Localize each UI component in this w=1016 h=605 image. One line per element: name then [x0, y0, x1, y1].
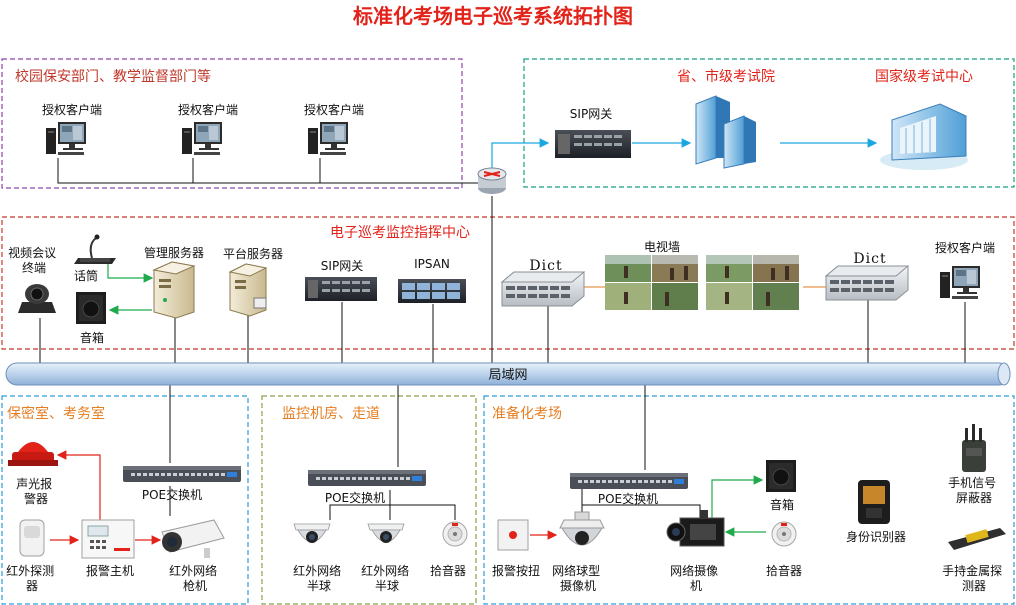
svg-text:授权客户端: 授权客户端: [935, 240, 995, 255]
svg-text:POE交换机: POE交换机: [142, 487, 202, 502]
provincial-building-icon: [695, 95, 756, 169]
svg-text:平台服务器: 平台服务器: [223, 246, 283, 261]
infrared-bullet-camera: 红外网络 枪机: [161, 519, 225, 593]
svg-text:SIP网关: SIP网关: [570, 107, 612, 121]
zone-exam-room: [483, 395, 1015, 605]
router-icon: [477, 167, 507, 194]
zone-command-center: [1, 216, 1015, 350]
infrared-detector: 红外探测 器: [6, 519, 58, 593]
sip-gateway-command: SIP网关: [305, 259, 377, 301]
network-camera: 网络摄像 机: [666, 510, 725, 593]
zone-campus: [1, 58, 463, 189]
campus-client-3: 授权客户端: [304, 102, 364, 155]
zone-monitor-room: [261, 395, 477, 605]
infrared-dome-2: 红外网络 半球: [361, 523, 413, 593]
svg-text:身份识别器: 身份识别器: [846, 529, 906, 544]
svg-text:网络球型 摄像机: 网络球型 摄像机: [552, 563, 604, 593]
signal-jammer: 手机信号 屏蔽器: [948, 424, 1000, 505]
svg-text:授权客户端: 授权客户端: [42, 102, 102, 117]
campus-client-2: 授权客户端: [178, 102, 238, 155]
platform-server: 平台服务器: [223, 246, 283, 317]
svg-text:红外网络 半球: 红外网络 半球: [361, 563, 413, 593]
dict-storage-left: Dict: [501, 258, 585, 307]
svg-text:报警按扭: 报警按扭: [492, 563, 540, 578]
video-conference-terminal: 视频会议 终端: [8, 245, 60, 313]
svg-text:网络摄像 机: 网络摄像 机: [670, 563, 722, 593]
microphone: 话筒: [74, 234, 116, 283]
metal-detector: 手持金属探 测器: [942, 528, 1006, 593]
ipsan-storage: IPSAN: [398, 257, 466, 303]
infrared-dome-1: 红外网络 半球: [293, 523, 345, 593]
zone-exam-title: 准备化考场: [492, 405, 562, 422]
svg-text:视频会议 终端: 视频会议 终端: [8, 245, 60, 275]
zone-provincial-title: 省、市级考试院: [677, 68, 775, 85]
svg-text:红外网络 枪机: 红外网络 枪机: [169, 563, 221, 593]
tv-wall-screens: [605, 255, 799, 310]
alarm-button: 报警按扭: [492, 519, 540, 578]
svg-text:音箱: 音箱: [770, 497, 794, 512]
speaker-exam: 音箱: [765, 459, 797, 512]
svg-text:手持金属探 测器: 手持金属探 测器: [942, 563, 1006, 593]
lan-bus: 局域网: [5, 362, 1011, 386]
svg-text:红外网络 半球: 红外网络 半球: [293, 563, 345, 593]
audio-pickup-exam: 拾音器: [766, 521, 802, 578]
svg-text:Dict: Dict: [853, 251, 886, 267]
svg-text:IPSAN: IPSAN: [414, 257, 450, 271]
svg-text:SIP网关: SIP网关: [321, 259, 363, 273]
svg-text:授权客户端: 授权客户端: [178, 102, 238, 117]
poe-switch-secret: POE交换机: [123, 466, 241, 502]
sip-gateway-top: SIP网关: [555, 107, 631, 158]
svg-text:POE交换机: POE交换机: [325, 490, 385, 505]
lan-label: 局域网: [488, 368, 527, 383]
ptz-dome-camera: 网络球型 摄像机: [552, 511, 605, 593]
svg-text:音箱: 音箱: [80, 330, 104, 345]
zone-monitor-title: 监控机房、走道: [282, 406, 380, 422]
svg-text:授权客户端: 授权客户端: [304, 102, 364, 117]
zone-national-title: 国家级考试中心: [875, 68, 973, 85]
audio-pickup-monitor: 拾音器: [430, 521, 468, 578]
poe-switch-exam: POE交换机: [570, 473, 688, 506]
svg-text:Dict: Dict: [529, 258, 562, 274]
alarm-host: 报警主机: [81, 519, 135, 578]
diagram-title: 标准化考场电子巡考系统拓扑图: [353, 4, 633, 28]
svg-text:手机信号 屏蔽器: 手机信号 屏蔽器: [948, 476, 1000, 505]
svg-text:红外探测 器: 红外探测 器: [6, 563, 58, 593]
dict-storage-right: Dict: [825, 251, 909, 301]
svg-text:管理服务器: 管理服务器: [144, 245, 204, 260]
svg-text:报警主机: 报警主机: [86, 563, 134, 578]
tv-wall: 电视墙: [605, 239, 799, 310]
zone-secret-title: 保密室、考务室: [7, 405, 105, 422]
svg-text:话筒: 话筒: [74, 268, 98, 283]
svg-text:拾音器: 拾音器: [430, 563, 466, 578]
svg-text:声光报 警器: 声光报 警器: [16, 476, 56, 506]
speaker-command: 音箱: [75, 291, 107, 345]
audible-visual-alarm: 声光报 警器: [8, 442, 58, 506]
zone-secret-room: [1, 395, 249, 605]
management-server: 管理服务器: [144, 245, 204, 319]
poe-switch-monitor: POE交换机: [308, 470, 426, 505]
campus-client-1: 授权客户端: [42, 102, 102, 155]
client-command-right: 授权客户端: [935, 240, 995, 299]
svg-text:电视墙: 电视墙: [644, 239, 680, 254]
national-center-icon: [880, 103, 968, 170]
zone-command-title: 电子巡考监控指挥中心: [330, 225, 470, 241]
zone-campus-title: 校园保安部门、教学监督部门等: [15, 68, 211, 85]
zone-exam-authorities: [523, 58, 1015, 188]
svg-text:POE交换机: POE交换机: [598, 491, 658, 506]
svg-text:拾音器: 拾音器: [766, 563, 802, 578]
id-card-reader: 身份识别器: [846, 480, 906, 544]
